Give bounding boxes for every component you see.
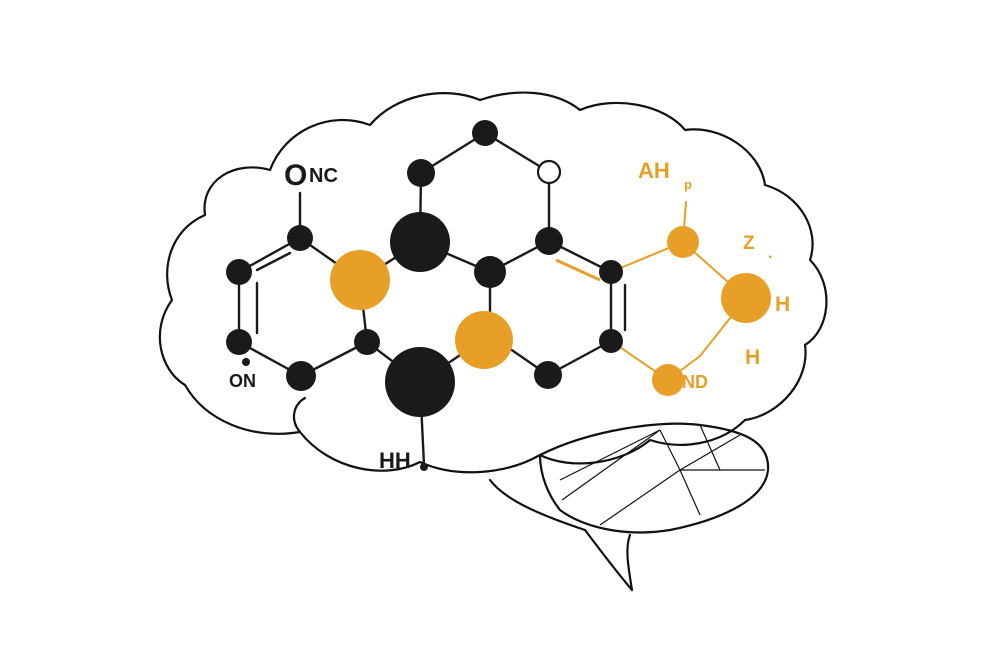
atom-oxygen-ring (536, 159, 562, 185)
label-ah: AH (638, 158, 670, 183)
label-z: Z (743, 233, 755, 254)
label-z-dot: . (768, 245, 772, 262)
atom-right-lower (599, 329, 623, 353)
atom-left-lower (226, 329, 252, 355)
label-hh: HH (379, 448, 411, 473)
atom-hh-end (420, 463, 428, 471)
atom-left-bottom (286, 361, 316, 391)
atom-right-upper (535, 227, 563, 255)
accent-atom-large (721, 273, 771, 323)
accent-atom-left (330, 250, 390, 310)
black-labels: O NC ON HH (229, 159, 411, 473)
facet-line (561, 429, 661, 501)
label-on: ON (229, 371, 256, 391)
facet-line (659, 429, 681, 471)
brain-outline-icon (158, 91, 828, 592)
cerebellum-facets (559, 424, 765, 526)
label-onc-o: O (284, 159, 307, 192)
accent-atom-center (455, 311, 513, 369)
label-onc: NC (309, 165, 338, 187)
double-bond (255, 251, 292, 272)
atom-mid (474, 256, 506, 288)
atom-bottom-mid (534, 361, 562, 389)
label-h2: H (745, 346, 760, 369)
facet-line (679, 469, 701, 516)
atom-left-junction (354, 329, 380, 355)
inner-fold-left (292, 396, 307, 434)
label-ah-sub: p (684, 177, 692, 192)
accent-atoms (330, 226, 771, 396)
accent-atom-ring (667, 226, 699, 258)
black-atoms (226, 120, 623, 471)
atom-top (472, 120, 498, 146)
facet-line (599, 469, 681, 526)
brainstem-outline (583, 528, 634, 592)
facet-line (559, 429, 661, 481)
atom-left-upper (226, 259, 252, 285)
temporal-fold (488, 478, 587, 532)
label-h1: H (775, 293, 790, 316)
atom-large-lower (385, 347, 455, 417)
label-nd: ND (682, 372, 708, 392)
atom-right-ring (599, 260, 623, 284)
facet-line (699, 424, 721, 471)
accent-atom-nd (652, 364, 684, 396)
accent-double-bond (555, 258, 601, 282)
facet-line (679, 434, 741, 471)
atom-top-left (407, 159, 435, 187)
cerebellum-outline (538, 422, 770, 534)
atom-large-upper (390, 212, 450, 272)
atom-on-dot (242, 358, 250, 366)
atom-left-top (287, 225, 313, 251)
accent-labels: AH p Z . H H ND (638, 158, 790, 392)
cerebrum-outline (158, 91, 828, 474)
